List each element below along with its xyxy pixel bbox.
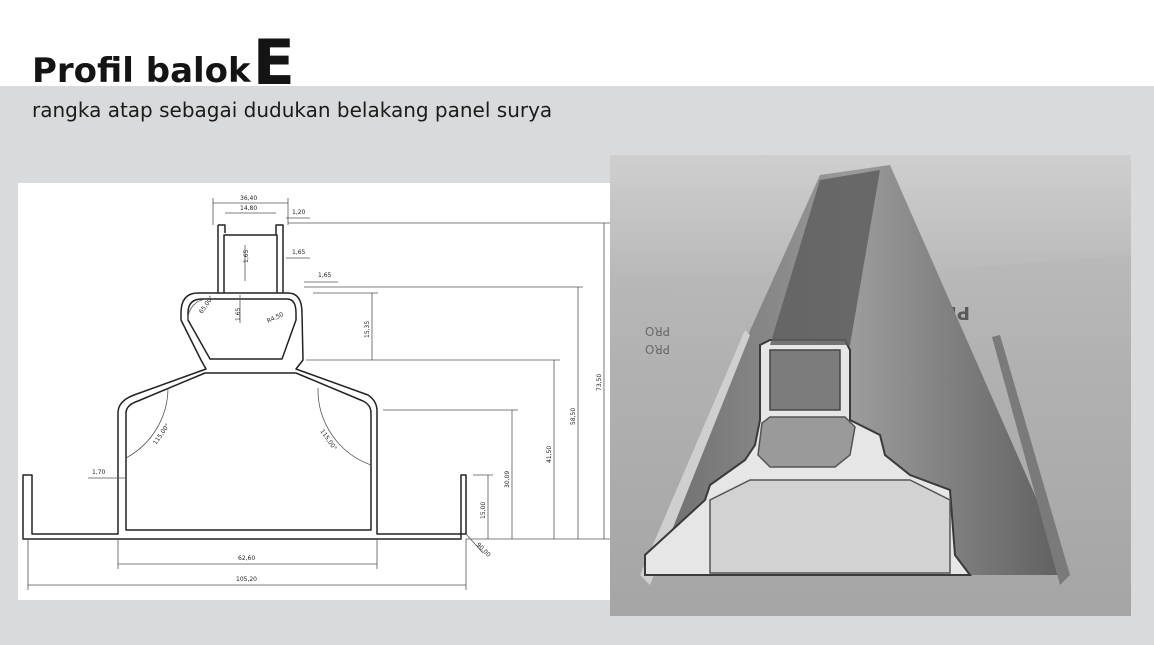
label-radius: R4,50 bbox=[266, 311, 285, 325]
profile-lower-chamber bbox=[709, 479, 951, 574]
label-62: 62,60 bbox=[238, 555, 255, 562]
title-text: Profil balok bbox=[32, 51, 251, 91]
profile-top-channel bbox=[769, 349, 841, 411]
technical-drawing: 36,40 14,80 1,20 1,65 1,65 1,65 1,65 65,… bbox=[18, 183, 610, 600]
label-wall-a: 1,65 bbox=[243, 249, 250, 263]
label-lip: 1,20 bbox=[292, 209, 306, 216]
label-angle-left: 115,00° bbox=[152, 422, 171, 446]
title-letter: E bbox=[252, 26, 296, 99]
label-105: 105,20 bbox=[236, 576, 257, 583]
arc-right bbox=[317, 387, 372, 466]
arc-left bbox=[125, 387, 169, 459]
technical-drawing-svg: 36,40 14,80 1,20 1,65 1,65 1,65 1,65 65,… bbox=[22, 195, 610, 590]
title-bar bbox=[0, 0, 1154, 86]
lower-chamber bbox=[125, 372, 372, 531]
subtitle: rangka atap sebagai dudukan belakang pan… bbox=[32, 98, 553, 122]
profile-outline bbox=[22, 292, 467, 540]
label-wall-left: 1,70 bbox=[92, 469, 106, 476]
dim-foot bbox=[465, 533, 484, 554]
label-wall-b: 1,65 bbox=[292, 249, 306, 256]
label-angle-right: 115,00° bbox=[318, 428, 337, 452]
label-top-width: 36,40 bbox=[240, 195, 257, 202]
label-foot: 90,00 bbox=[475, 541, 492, 558]
top-rail bbox=[770, 170, 880, 345]
label-inner-width: 14,80 bbox=[240, 205, 257, 212]
left-flange bbox=[640, 330, 750, 585]
label-58: 58,50 bbox=[570, 408, 577, 425]
label-angle-upper: 65,00° bbox=[198, 295, 215, 316]
label-15: 15,00 bbox=[480, 502, 487, 519]
label-15-35: 15,35 bbox=[364, 321, 371, 338]
label-30: 30,09 bbox=[504, 471, 511, 488]
middle-chamber bbox=[187, 298, 297, 360]
label-41: 41,50 bbox=[546, 446, 553, 463]
profile-photo-svg: PRO PRO PRO bbox=[610, 155, 1131, 616]
arc-upper bbox=[187, 298, 209, 321]
top-channel-inner bbox=[218, 224, 278, 293]
profile-middle-chamber bbox=[757, 416, 856, 468]
profile-photo: PRO PRO PRO bbox=[610, 155, 1131, 616]
label-73: 73,50 bbox=[596, 374, 603, 391]
surface-label-3: PRO bbox=[645, 342, 670, 356]
surface-label-2: PRO bbox=[645, 324, 670, 338]
right-flange bbox=[992, 335, 1070, 585]
label-wall-d: 1,65 bbox=[235, 307, 242, 321]
page-title: Profil balokE bbox=[32, 30, 295, 94]
label-wall-c: 1,65 bbox=[318, 272, 332, 279]
top-channel-outer bbox=[217, 224, 284, 293]
